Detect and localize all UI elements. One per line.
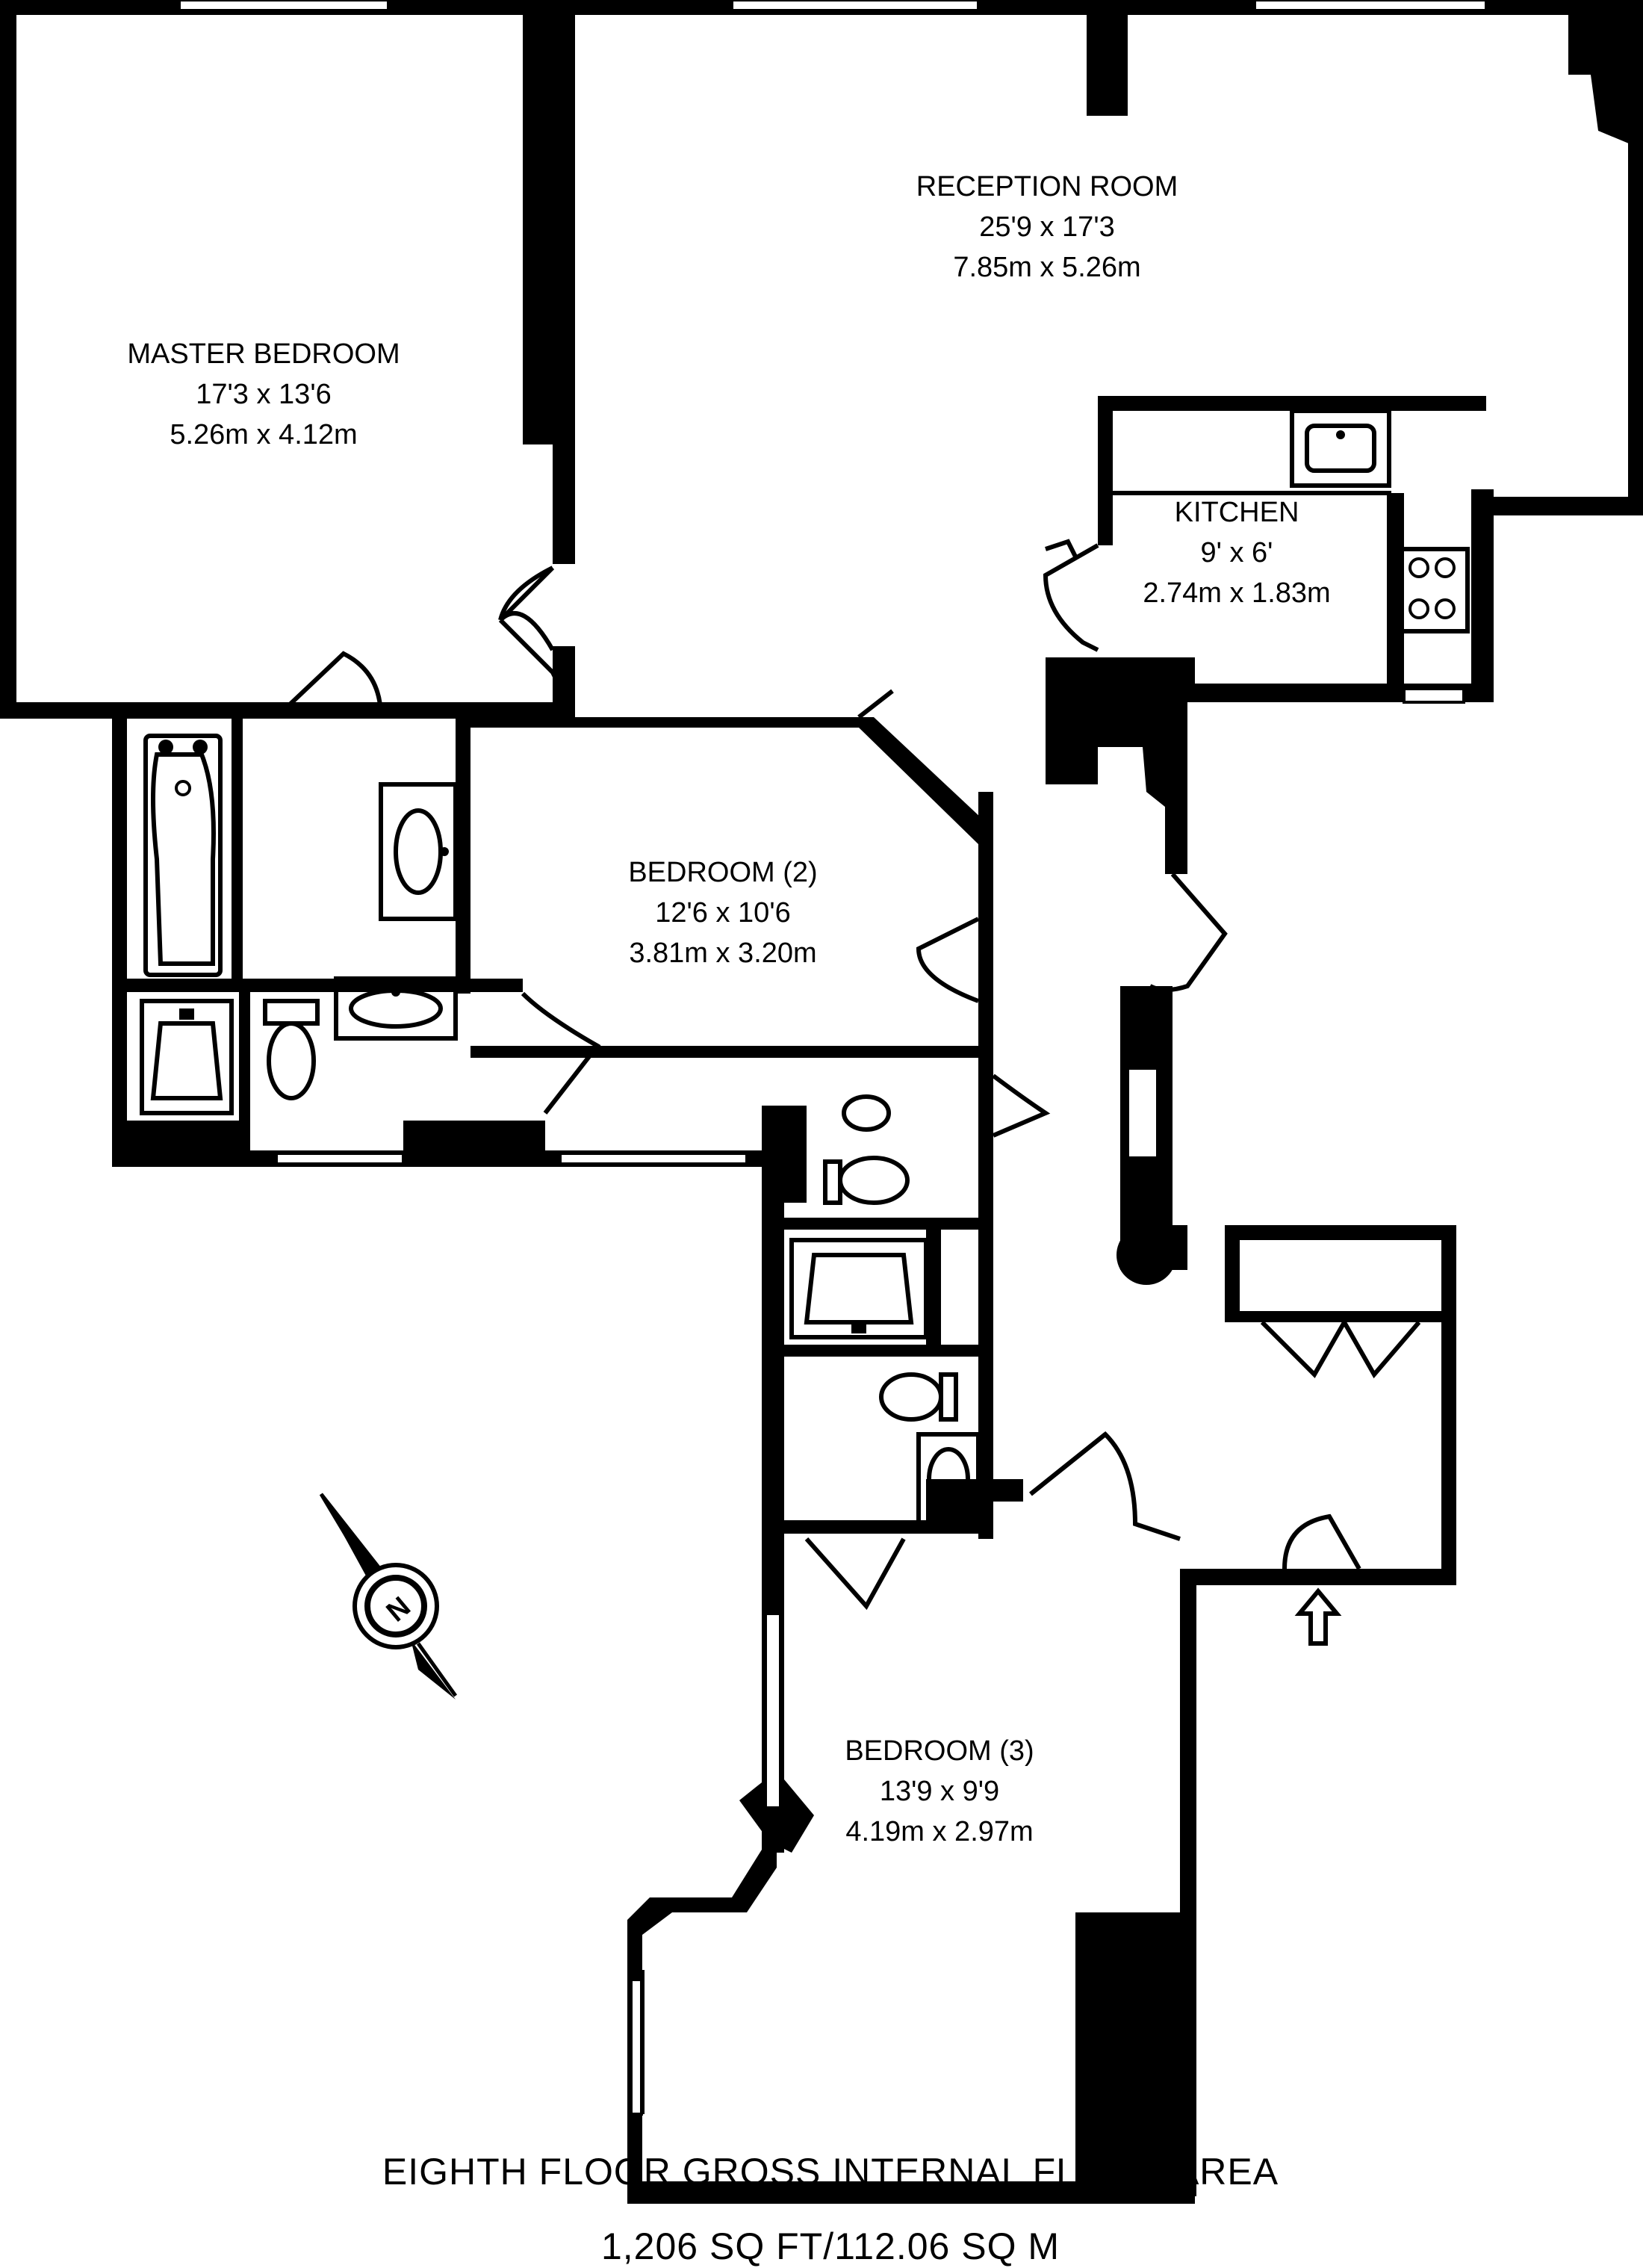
floor-area-title: EIGHTH FLOOR GROSS INTERNAL FLOOR AREA [382,2151,1279,2193]
floor-area-footer: EIGHTH FLOOR GROSS INTERNAL FLOOR AREA 1… [382,2151,1279,2267]
sink-icon [842,1094,891,1132]
toilet-icon [823,1156,910,1205]
bathtub-icon [143,734,223,977]
room-size-imperial: 13'9 x 9'9 [880,1776,999,1807]
thin-outlines [178,0,1488,2116]
room-size-metric: 7.85m x 5.26m [953,252,1140,283]
room-name: BEDROOM (2) [628,857,817,888]
fixtures [140,409,1470,1526]
room-size-metric: 3.81m x 3.20m [629,938,816,969]
shower-icon [789,1238,928,1339]
hob-icon [1394,547,1470,633]
room-name: KITCHEN [1175,497,1299,528]
room-name: RECEPTION ROOM [916,171,1178,202]
room-size-metric: 5.26m x 4.12m [170,419,357,450]
room-size-imperial: 25'9 x 17'3 [979,211,1114,243]
room-label-master-bedroom: MASTER BEDROOM 17'3 x 13'6 5.26m x 4.12m [127,338,400,450]
sink-icon [379,782,458,921]
room-label-kitchen: KITCHEN 9' x 6' 2.74m x 1.83m [1143,497,1330,609]
room-size-metric: 4.19m x 2.97m [845,1816,1033,1847]
room-name: BEDROOM (3) [845,1735,1034,1767]
sink-icon [334,976,458,1041]
sink-icon [916,1432,981,1526]
toilet-icon [879,1372,958,1422]
room-size-imperial: 9' x 6' [1201,537,1273,568]
room-size-metric: 2.74m x 1.83m [1143,577,1330,609]
room-label-bedroom-3: BEDROOM (3) 13'9 x 9'9 4.19m x 2.97m [845,1735,1034,1847]
floor-area-value: 1,206 SQ FT/112.06 SQ M [601,2225,1060,2267]
room-size-imperial: 12'6 x 10'6 [655,897,790,929]
north-arrow-icon: N [319,1493,458,1700]
room-label-reception-room: RECEPTION ROOM 25'9 x 17'3 7.85m x 5.26m [916,171,1178,283]
entrance-arrow-icon [1294,1587,1342,1646]
room-label-bedroom-2: BEDROOM (2) 12'6 x 10'6 3.81m x 3.20m [628,857,817,969]
walls [0,0,1643,2204]
toilet-icon [263,999,320,1100]
room-size-imperial: 17'3 x 13'6 [196,379,331,410]
shower-icon [140,999,234,1115]
room-name: MASTER BEDROOM [127,338,400,370]
kitchen-sink-icon [1290,409,1391,488]
